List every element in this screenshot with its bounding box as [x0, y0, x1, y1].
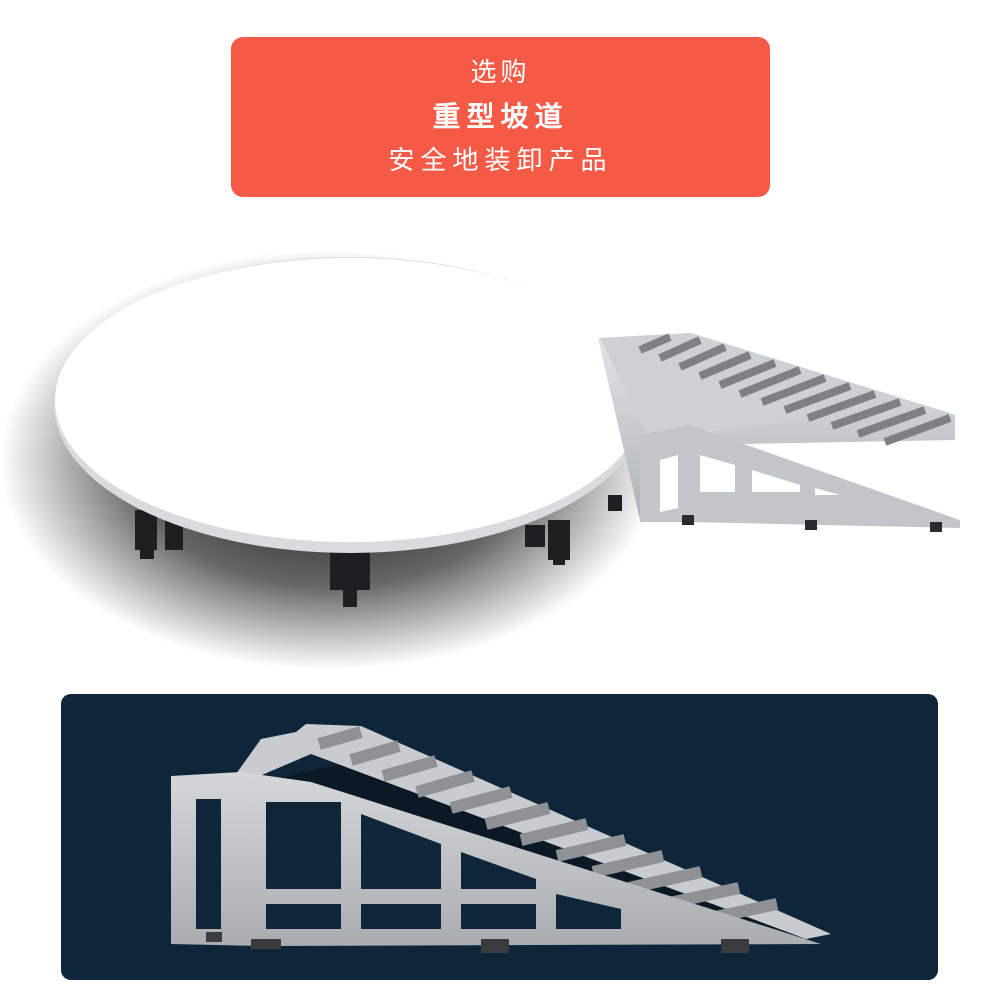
product-photo-turntable-with-ramp: [0, 230, 1000, 680]
banner-title: 重型坡道: [432, 100, 569, 133]
side-ramp: [598, 333, 960, 532]
ramp-grip-strips: [317, 726, 779, 926]
ramp-illustration: [171, 724, 831, 953]
platform-top: [55, 258, 645, 542]
platform-legs: [135, 495, 622, 607]
banner-line-3: 安全地装卸产品: [388, 146, 613, 176]
ramp-feet: [206, 932, 749, 953]
turntable-ramp-illustration: [0, 250, 960, 670]
banner-line-1: 选购: [470, 58, 531, 88]
promo-banner: 选购 重型坡道 安全地装卸产品: [231, 37, 770, 197]
product-photo-ramp-closeup: [61, 694, 938, 980]
